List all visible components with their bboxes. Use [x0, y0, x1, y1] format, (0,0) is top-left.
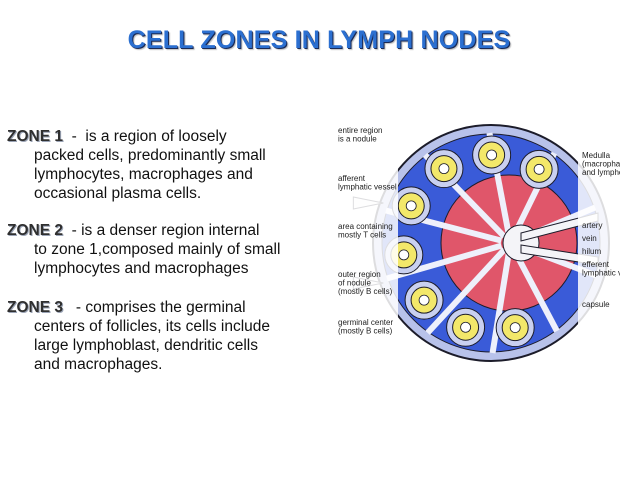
germinal-center-core — [398, 249, 410, 261]
germinal-center-core — [460, 321, 472, 333]
diagram-label: afferent — [338, 174, 366, 183]
germinal-center-core — [405, 200, 417, 212]
zone-1-text-line-3: lymphocytes, macrophages and — [34, 166, 253, 183]
diagram-label: efferent — [582, 260, 610, 269]
diagram-label: (mostly B cells) — [338, 287, 393, 296]
zone-2-text-line-3: lymphocytes and macrophages — [34, 260, 249, 277]
left-label-backing — [336, 123, 398, 363]
diagram-label: vein — [582, 234, 597, 243]
zone-1-label: ZONE 1 — [7, 128, 63, 145]
zone-3-text-line-2: centers of follicles, its cells include — [34, 318, 271, 335]
zone-1-text-line-2: packed cells, predominantly small — [34, 147, 266, 164]
trabecula — [511, 248, 560, 333]
zone-2-label: ZONE 2 — [7, 222, 63, 239]
diagram-label: entire region — [338, 126, 382, 135]
germinal-center-core — [418, 294, 430, 306]
trabecula — [425, 247, 507, 335]
diagram-label: and lymphocytes) — [582, 168, 620, 177]
zone-2-description: ZONE 2 - is a denser region internal to … — [7, 221, 327, 278]
diagram-label: of nodule — [338, 279, 371, 288]
page-title: CELL ZONES IN LYMPH NODES — [127, 26, 511, 54]
zone-3-label: ZONE 3 — [7, 299, 63, 316]
germinal-center-core — [438, 163, 450, 175]
zone-3-text-line-1: - comprises the germinal — [62, 299, 246, 316]
diagram-label: area containing — [338, 222, 393, 231]
diagram-label: Medulla — [582, 151, 611, 160]
zone-1-text-line-1: - is a region of loosely — [62, 128, 227, 145]
right-label-backing — [578, 148, 620, 338]
diagram-label: is a nodule — [338, 135, 377, 144]
diagram-label: germinal center — [338, 318, 393, 327]
zone-3-text-line-4: and macrophages. — [34, 356, 163, 373]
diagram-label: (mostly B cells) — [338, 327, 393, 336]
diagram-label: artery — [582, 221, 602, 230]
diagram-label: mostly T cells — [338, 231, 386, 240]
zone-2-text-line-2: to zone 1,composed mainly of small — [34, 241, 281, 258]
trabecula — [489, 250, 513, 354]
diagram-label: lymphatic vessel — [582, 269, 620, 278]
germinal-center-core — [533, 163, 545, 175]
germinal-center-core — [509, 322, 521, 334]
diagram-label: outer region — [338, 270, 381, 279]
zone-1-description: ZONE 1 - is a region of loosely packed c… — [7, 127, 327, 203]
zone-2-text-line-1: - is a denser region internal — [62, 222, 260, 239]
zone-1-text-line-4: occasional plasma cells. — [34, 185, 202, 202]
zone-3-text-line-3: large lymphoblast, dendritic cells — [34, 337, 258, 354]
germinal-center-core — [486, 149, 498, 161]
zone-3-description: ZONE 3 - comprises the germinal centers … — [7, 298, 327, 374]
diagram-label: capsule — [582, 300, 610, 309]
lymph-node-illustration — [336, 123, 620, 363]
diagram-label: (macrophages — [582, 160, 620, 169]
diagram-label: hilum — [582, 247, 601, 256]
diagram-label: lymphatic vessel — [338, 183, 397, 192]
